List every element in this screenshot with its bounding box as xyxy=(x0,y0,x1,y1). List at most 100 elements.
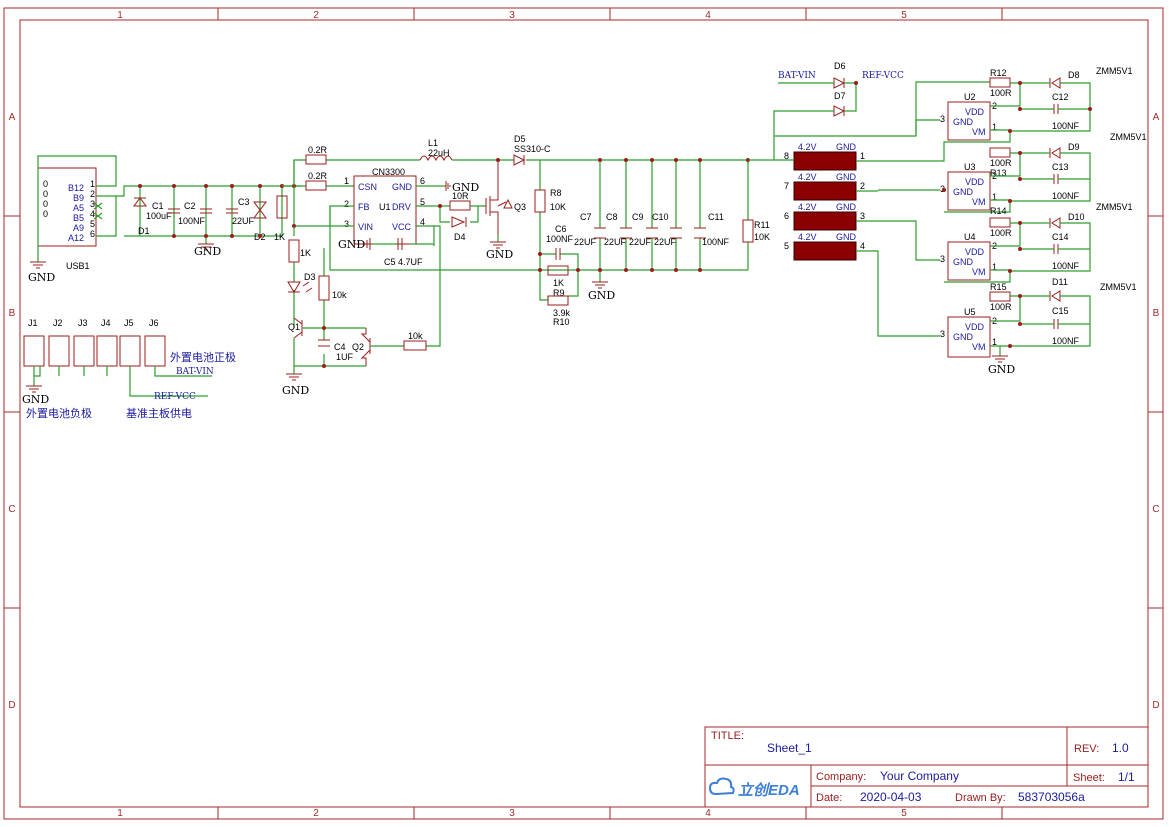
schematic-label: VM xyxy=(972,342,986,352)
schematic-label: D9 xyxy=(1068,142,1080,152)
c8-value: 22UF xyxy=(604,237,627,247)
schematic-label: 1 xyxy=(992,192,997,202)
capacitor-c4-icon xyxy=(318,339,330,347)
d3-ref: D3 xyxy=(304,272,316,282)
resistor-10r-icon xyxy=(449,200,471,211)
schematic-label: VDD xyxy=(965,247,985,257)
usb-pin-left: 0 xyxy=(43,189,48,199)
c10-ref: C10 xyxy=(652,212,669,222)
schematic-label: 100R xyxy=(990,302,1012,312)
gnd-label: GND xyxy=(194,245,221,258)
zone-row-a-right: A xyxy=(1153,112,1160,123)
schematic-label: 1 xyxy=(344,176,349,186)
battery-cell-1 xyxy=(793,151,857,171)
d5-value: SS310-C xyxy=(514,144,551,154)
date-label: Date: xyxy=(816,792,842,804)
r10-ref: R10 xyxy=(553,317,570,327)
zone-row-d-right: D xyxy=(1152,700,1159,711)
gnd-symbol-icon xyxy=(26,385,42,393)
cell-1-voltage: 4.2V xyxy=(798,142,817,152)
schematic-label: GND xyxy=(953,117,974,127)
r-02r-a-value: 0.2R xyxy=(308,145,328,155)
schematic-label: R12 xyxy=(990,68,1007,78)
zone-row-b-right: B xyxy=(1153,308,1160,319)
c11-ref: C11 xyxy=(708,212,724,222)
schematic-label: 100R xyxy=(990,88,1012,98)
net-ref-vcc: REF-VCC xyxy=(154,392,196,402)
gnd-label: GND xyxy=(28,271,55,284)
gnd-symbol-icon xyxy=(198,243,214,251)
schematic-label: 1 xyxy=(992,262,997,272)
c11-value: 100NF xyxy=(702,237,730,247)
input-filter: D1 C1 100uF C2 100NF C3 22UF D2 1K GND xyxy=(124,184,288,258)
sheet-title: Sheet_1 xyxy=(767,741,812,755)
usb-connector[interactable]: 0 0 0 0 B12 B9 A5 B5 A9 A12 1 2 3 4 5 6 … xyxy=(28,155,300,284)
gnd-label: GND xyxy=(988,363,1015,376)
capacitor-bank-icon xyxy=(594,227,706,239)
cell-4-pin-l: 5 xyxy=(784,241,789,251)
c4-ref: C4 xyxy=(334,342,346,352)
u1-pin-drv: DRV xyxy=(392,202,411,212)
cell-2-pin-l: 7 xyxy=(784,181,789,191)
diode-d4-icon xyxy=(451,216,467,228)
d5-ref: D5 xyxy=(514,134,526,144)
schematic-label: 100NF xyxy=(1052,336,1080,346)
schematic-label: ZMM5V1 xyxy=(1096,66,1133,76)
resistor-10k-a-icon xyxy=(318,275,330,301)
c5-label: C5 4.7UF xyxy=(384,257,423,267)
zone-row-b-left: B xyxy=(9,308,16,319)
r11-ref: R11 xyxy=(754,220,770,230)
r-10k-a-value: 10k xyxy=(332,290,347,300)
schematic-label: ZMM5V1 xyxy=(1110,132,1147,142)
schematic-label: VDD xyxy=(965,177,985,187)
d1-ref: D1 xyxy=(138,226,150,236)
c6-value: 100NF xyxy=(546,234,574,244)
zener-d8-icon xyxy=(1049,77,1061,89)
schematic-label: U2 xyxy=(964,92,976,102)
zone-col-3-top: 3 xyxy=(509,10,515,21)
drawn-by-value: 583703056a xyxy=(1018,790,1085,804)
diode-d6-icon xyxy=(833,77,846,89)
resistor-10k-b-icon xyxy=(403,340,427,351)
c3-ref: C3 xyxy=(238,197,250,207)
u1-ref: U1 xyxy=(379,202,391,212)
l1-value: 22uH xyxy=(428,148,450,158)
usb-pin-right: 2 xyxy=(90,189,95,199)
u1-pin-vin: VIN xyxy=(358,222,373,232)
gnd-symbol-icon xyxy=(30,261,46,269)
c9-value: 22UF xyxy=(629,237,652,247)
d7-ref: D7 xyxy=(834,91,846,101)
schematic-label: U5 xyxy=(964,307,976,317)
zone-col-3-bottom: 3 xyxy=(509,808,515,819)
led-d3-icon xyxy=(287,281,301,293)
r-10k-b-value: 10k xyxy=(408,331,423,341)
feedback-network: R8 10K C6 100NF 1K R9 3.9k R10 xyxy=(329,160,579,327)
cell-1-gnd: GND xyxy=(836,142,857,152)
c4-value: 1UF xyxy=(336,352,354,362)
c3-value: 22UF xyxy=(232,216,255,226)
zone-col-4-top: 4 xyxy=(705,10,711,21)
lceda-logo-text: 立创EDA xyxy=(738,781,800,799)
usb-pin-right: 5 xyxy=(90,219,95,229)
usb-pin-right: 1 xyxy=(90,179,95,189)
r-1k-b-value: 1K xyxy=(300,248,311,258)
zone-col-1-top: 1 xyxy=(117,10,123,21)
date-value: 2020-04-03 xyxy=(860,790,922,804)
net-bat-vin: BAT-VIN xyxy=(176,367,214,377)
schematic-label: ZMM5V1 xyxy=(1096,202,1133,212)
cell-3-voltage: 4.2V xyxy=(798,202,817,212)
schematic-label: D10 xyxy=(1068,212,1085,222)
schematic-label: D8 xyxy=(1068,70,1080,80)
cell-monitor-u3: U3 VDD GND VM 2 3 1 R13 100R D9 ZMM5V1 C… xyxy=(856,132,1147,213)
lceda-cloud-logo-icon xyxy=(708,777,735,796)
schematic-label: C14 xyxy=(1052,232,1069,242)
battery-jacks[interactable]: J1 J2 J3 J4 J5 J6 GND BAT-VIN REF-VCC 外置… xyxy=(22,318,236,420)
rev-label: REV: xyxy=(1074,743,1099,755)
schematic-label: ZMM5V1 xyxy=(1100,282,1137,292)
diode-d7-icon xyxy=(833,105,846,117)
usb-pin-name: B12 xyxy=(68,183,84,193)
usb-pin-name: A12 xyxy=(68,233,84,243)
cell-3-pin-l: 6 xyxy=(784,211,789,221)
cell-4-voltage: 4.2V xyxy=(798,232,817,242)
